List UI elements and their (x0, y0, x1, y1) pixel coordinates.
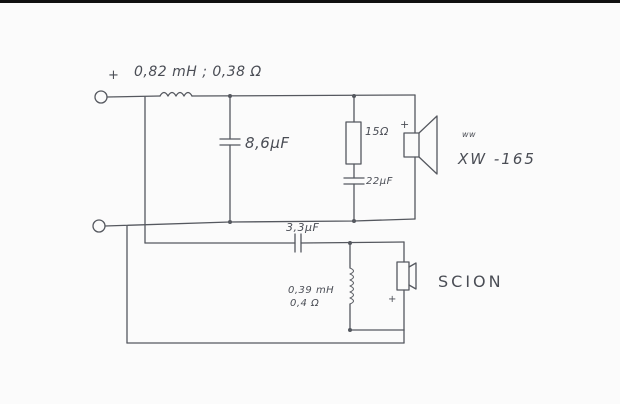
scion-label: SCION (438, 272, 504, 291)
return-rail (104, 218, 416, 227)
zobel-network (343, 94, 365, 223)
capacitor-shunt (219, 94, 241, 224)
page-edge (0, 0, 620, 3)
input-terminal-plus (94, 90, 108, 104)
inductor-scion-label-r: 0,4 Ω (290, 298, 320, 309)
top-rail (106, 91, 416, 98)
tweeter-plus-label: + (400, 118, 410, 131)
lower-return (126, 225, 405, 344)
tweeter-model-label: XW -165 (458, 150, 536, 168)
scion-speaker-symbol (396, 241, 417, 331)
plus-terminal-label: + (108, 68, 120, 83)
cap-shunt-label: 8,6μF (245, 134, 290, 152)
cap-series-label: 3,3μF (286, 221, 320, 234)
inductor-scion (348, 242, 355, 332)
scion-plus-label: + (388, 294, 397, 305)
tweeter-speaker-symbol (403, 94, 438, 220)
cap-zobel-label: 22μF (366, 176, 393, 187)
inductor-scion-label-l: 0,39 mH (288, 285, 335, 296)
lower-branch-top (144, 233, 405, 253)
tweeter-note-label: ww (462, 130, 477, 139)
inductor-main-label: 0,82 mH ; 0,38 Ω (134, 64, 262, 80)
input-terminal-minus (92, 219, 106, 233)
resistor-zobel-label: 15Ω (365, 125, 389, 138)
